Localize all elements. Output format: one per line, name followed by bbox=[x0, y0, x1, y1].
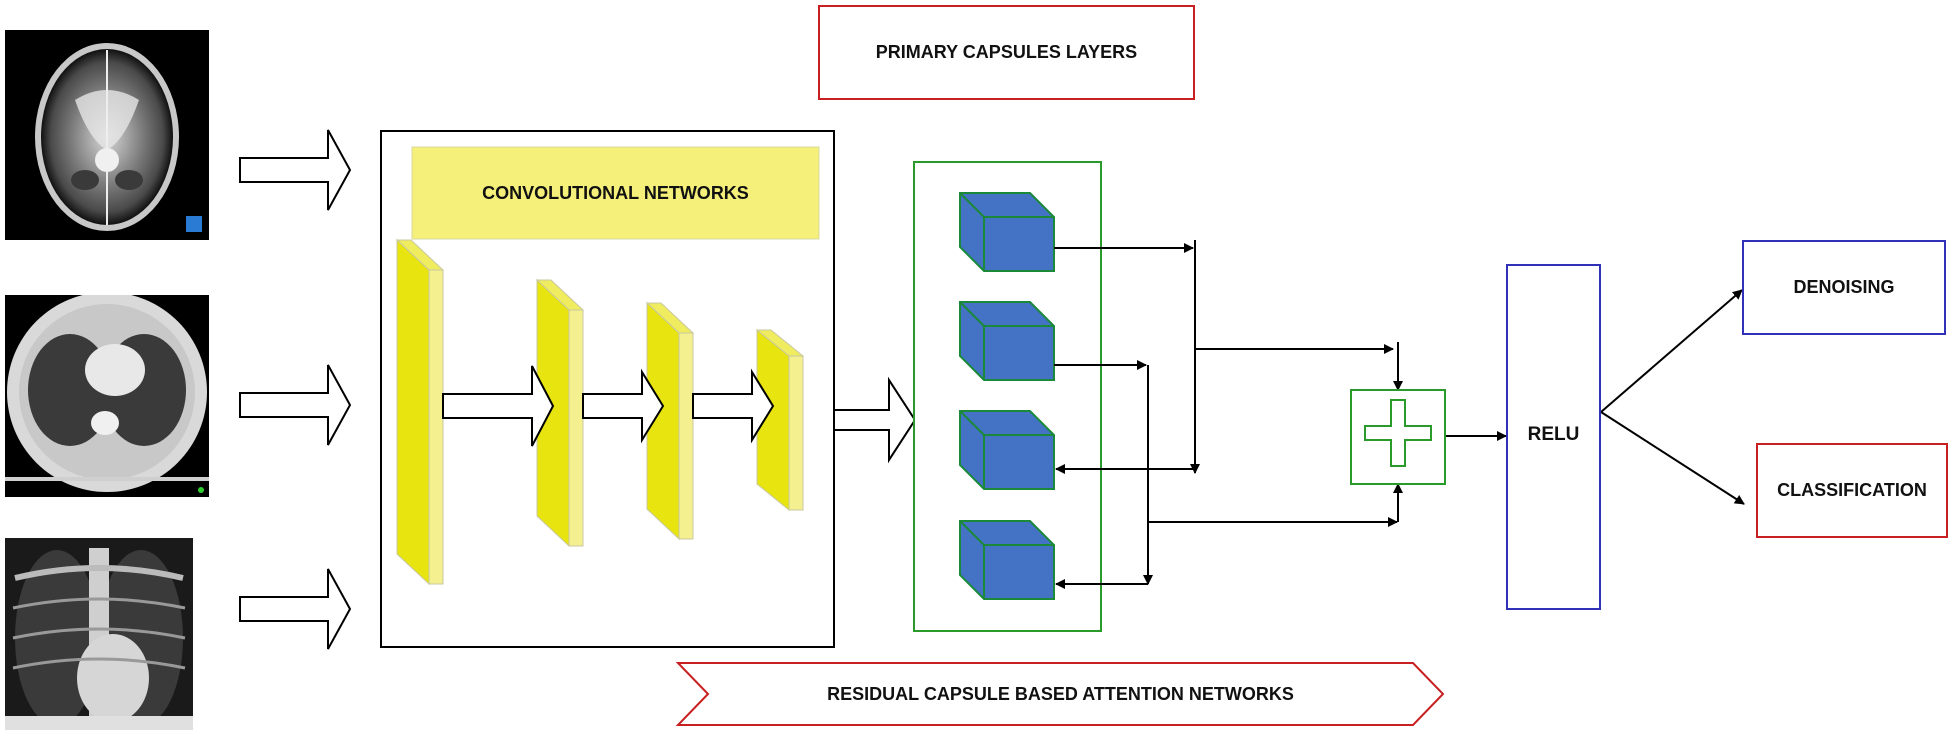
classification-box bbox=[1756, 443, 1948, 538]
brain-mri-image bbox=[5, 30, 209, 240]
input-arrow-2 bbox=[239, 364, 352, 446]
primary-capsules-label: PRIMARY CAPSULES LAYERS bbox=[875, 42, 1138, 62]
capsule-cube-4 bbox=[959, 520, 1055, 600]
denoising-label: DENOISING bbox=[1793, 277, 1895, 297]
plus-icon bbox=[1364, 399, 1432, 467]
capsule-cube-2 bbox=[959, 301, 1055, 381]
connector-lines bbox=[1054, 240, 1745, 589]
conv-header-box bbox=[411, 146, 820, 240]
capsule-cube-1 bbox=[959, 192, 1055, 272]
layer-arrow-1 bbox=[442, 365, 555, 447]
input-arrow-1 bbox=[239, 129, 352, 211]
input-arrow-3 bbox=[239, 568, 352, 650]
conv-layer-3 bbox=[645, 301, 695, 541]
chest-xray-image bbox=[5, 538, 193, 730]
brain-mri-graphic bbox=[35, 43, 202, 232]
convolutional-networks-label: CONVOLUTIONAL NETWORKS bbox=[482, 182, 749, 203]
relu-box bbox=[1506, 264, 1601, 610]
layer-arrow-2 bbox=[582, 368, 665, 444]
residual-banner bbox=[675, 662, 1445, 726]
capsule-cube-3 bbox=[959, 410, 1055, 490]
conv-layer-2 bbox=[535, 278, 585, 548]
chest-ct-graphic bbox=[5, 295, 209, 493]
classification-label: CLASSIFICATION bbox=[1777, 480, 1927, 500]
conv-layer-4 bbox=[755, 328, 805, 512]
conv-layer-1 bbox=[395, 238, 445, 586]
layer-arrow-3 bbox=[692, 368, 775, 444]
chest-xray-graphic bbox=[5, 538, 193, 730]
chest-ct-image bbox=[5, 295, 209, 497]
denoising-box bbox=[1742, 240, 1946, 335]
cnn-to-capsule-arrow bbox=[833, 376, 917, 464]
relu-label: RELU bbox=[1527, 424, 1580, 445]
primary-capsules-box bbox=[818, 5, 1195, 100]
residual-networks-label: RESIDUAL CAPSULE BASED ATTENTION NETWORK… bbox=[827, 683, 1294, 704]
